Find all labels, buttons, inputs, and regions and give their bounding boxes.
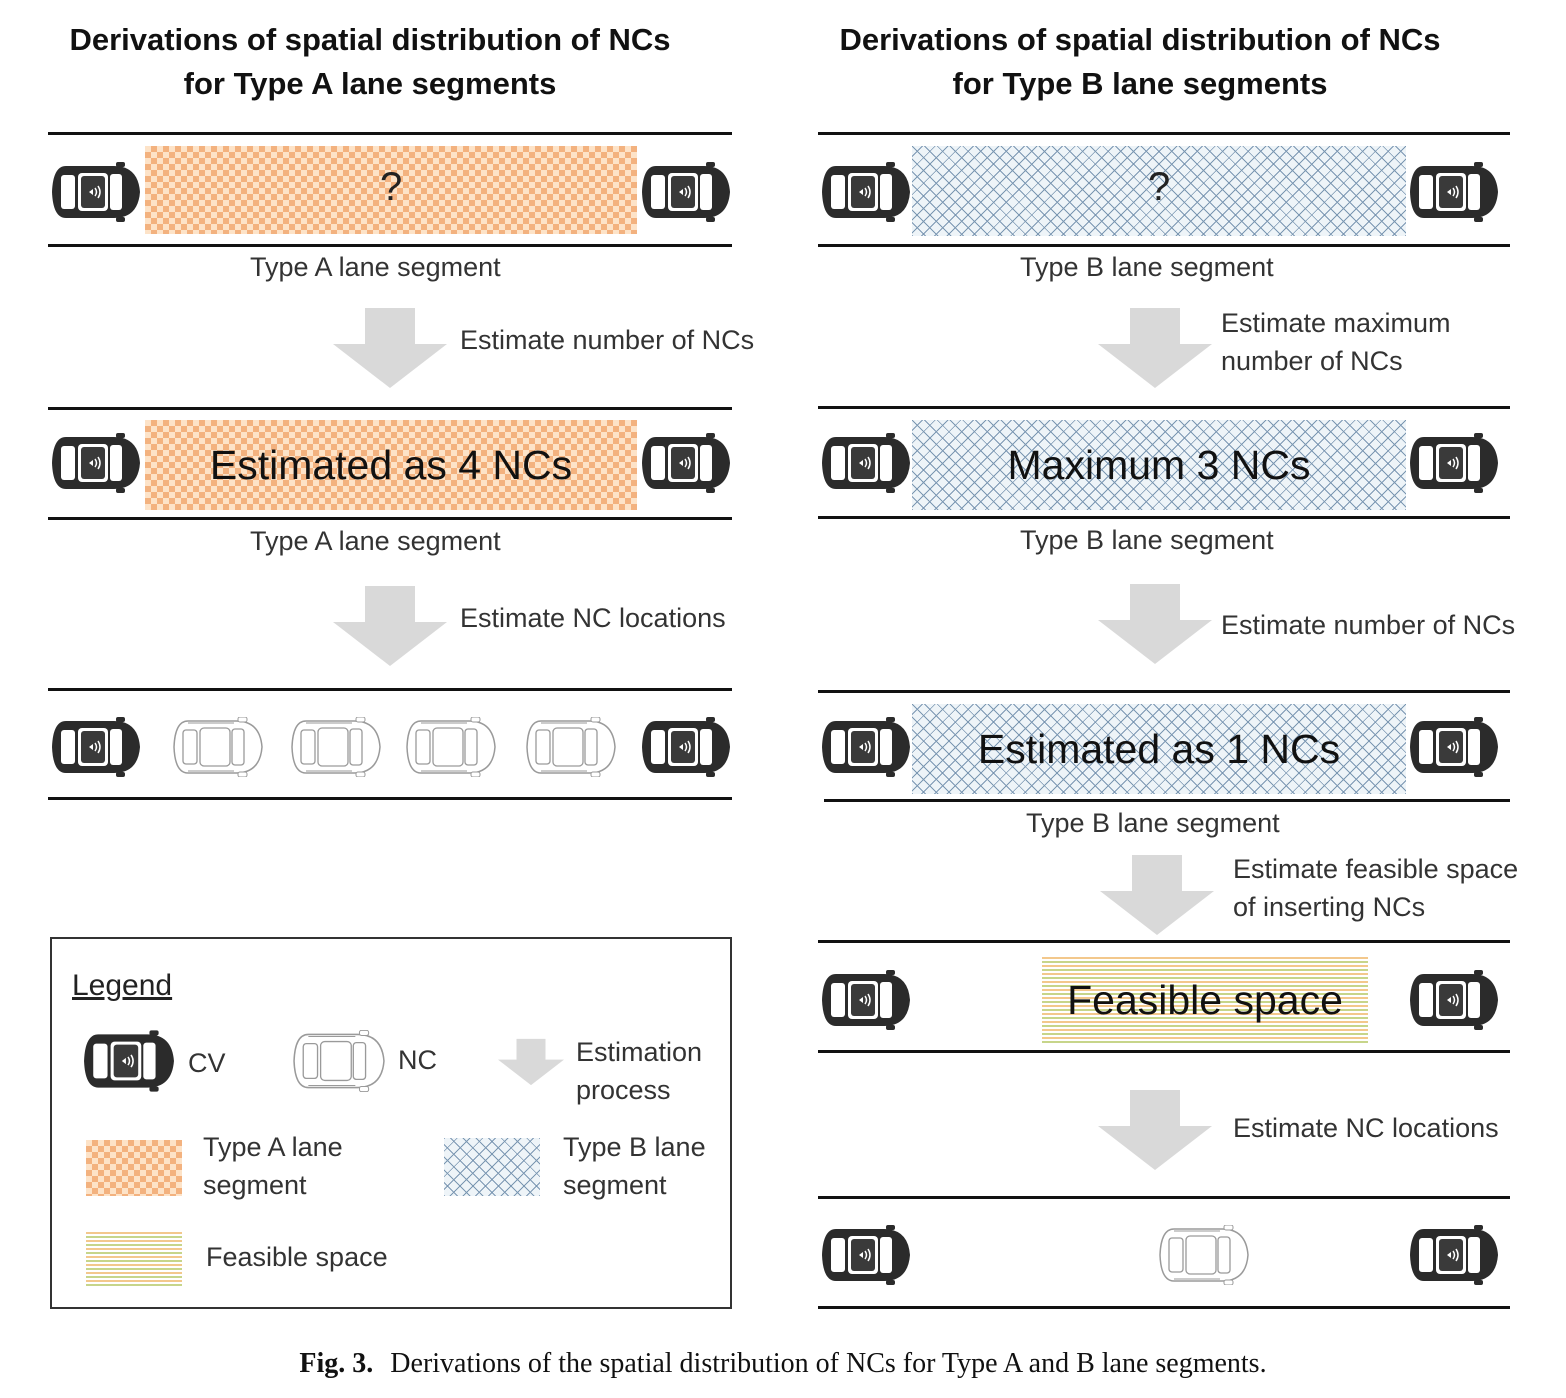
type-a-segment-fill	[145, 420, 637, 510]
cv-car-icon	[50, 162, 142, 222]
lane-line	[818, 690, 1510, 693]
step-label-line2: of inserting NCs	[1233, 892, 1426, 922]
cv-car-icon	[820, 162, 912, 222]
type-a-segment-fill	[145, 146, 637, 234]
legend-type-a-swatch	[86, 1140, 182, 1196]
legend-type-b-swatch	[444, 1138, 540, 1196]
lane-line	[818, 244, 1510, 247]
step-label: Estimate number of NCs	[1221, 610, 1516, 640]
step-label-line2: number of NCs	[1221, 346, 1403, 376]
nc-car-icon	[405, 717, 497, 777]
estimate-text: Estimated as 4 NCs	[209, 442, 573, 488]
nc-car-icon	[172, 717, 264, 777]
legend-process-line1: Estimation	[576, 1037, 703, 1067]
cv-car-icon	[820, 717, 912, 777]
legend-type-a-line1: Type A lane	[203, 1132, 343, 1162]
segment-label: Type B lane segment	[1026, 808, 1280, 838]
down-arrow-icon	[1098, 308, 1212, 388]
left-title-line2: for Type A lane segments	[183, 66, 557, 101]
type-b-segment-fill	[912, 420, 1406, 510]
left-title-line1: Derivations of spatial distribution of N…	[69, 22, 671, 57]
type-b-segment-fill	[912, 146, 1406, 236]
lane-line	[818, 1050, 1510, 1053]
nc-car-icon	[1158, 1225, 1250, 1285]
down-arrow-icon	[1098, 584, 1212, 664]
cv-car-icon	[820, 970, 912, 1030]
segment-label: Type A lane segment	[250, 526, 501, 556]
down-arrow-icon	[498, 1034, 564, 1090]
nc-car-icon	[525, 717, 617, 777]
left-title: Derivations of spatial distribution of N…	[40, 18, 700, 106]
caption-text: Derivations of the spatial distribution …	[390, 1348, 1267, 1379]
segment-label: Type A lane segment	[250, 252, 501, 282]
step-label-line1: Estimate maximum	[1221, 308, 1451, 338]
caption-label: Fig. 3.	[299, 1348, 374, 1379]
cv-car-icon	[1408, 433, 1500, 493]
legend-box	[50, 937, 732, 1309]
legend-nc-label: NC	[398, 1045, 437, 1075]
legend-cv-label: CV	[188, 1048, 226, 1078]
right-title-line2: for Type B lane segments	[952, 66, 1328, 101]
cv-car-icon	[1408, 1225, 1500, 1285]
lane-line	[818, 132, 1510, 135]
lane-line	[48, 517, 732, 520]
cv-car-icon	[1408, 970, 1500, 1030]
lane-line	[818, 406, 1510, 409]
lane-line	[48, 797, 732, 800]
lane-line	[48, 132, 732, 135]
lane-line	[818, 940, 1510, 943]
step-label: Estimate NC locations	[460, 603, 726, 633]
maximum-text: Maximum 3 NCs	[1007, 442, 1311, 488]
lane-line	[824, 799, 1510, 802]
right-title-line1: Derivations of spatial distribution of N…	[839, 22, 1441, 57]
down-arrow-icon	[1100, 855, 1214, 935]
cv-car-icon	[820, 1225, 912, 1285]
lane-line	[48, 244, 732, 247]
unknown-question-mark: ?	[1148, 165, 1171, 209]
feasible-space-fill	[1042, 957, 1368, 1043]
unknown-question-mark: ?	[380, 165, 403, 209]
segment-label: Type B lane segment	[1020, 252, 1274, 282]
cv-car-icon	[640, 433, 732, 493]
cv-car-icon	[1408, 162, 1500, 222]
legend-type-a-line2: segment	[203, 1170, 307, 1200]
feasible-space-text: Feasible space	[1067, 977, 1343, 1023]
cv-car-icon	[820, 433, 912, 493]
lane-line	[818, 516, 1510, 519]
down-arrow-icon	[1098, 1090, 1212, 1170]
cv-car-icon	[50, 433, 142, 493]
legend-title: Legend	[72, 969, 173, 1002]
down-arrow-icon	[333, 308, 447, 388]
cv-car-icon	[640, 717, 732, 777]
legend-feasible-label: Feasible space	[206, 1242, 388, 1272]
lane-line	[48, 688, 732, 691]
down-arrow-icon	[333, 586, 447, 666]
legend-type-b-line1: Type B lane	[563, 1132, 706, 1162]
legend-feasible-swatch	[86, 1230, 182, 1286]
lane-line	[818, 1306, 1510, 1309]
figure-caption: Fig. 3. Derivations of the spatial distr…	[0, 1348, 1566, 1380]
cv-car-icon	[50, 717, 142, 777]
right-title: Derivations of spatial distribution of N…	[810, 18, 1470, 106]
legend-type-b-line2: segment	[563, 1170, 667, 1200]
cv-car-icon	[1408, 717, 1500, 777]
segment-label: Type B lane segment	[1020, 525, 1274, 555]
nc-car-icon	[292, 1030, 386, 1092]
cv-car-icon	[640, 162, 732, 222]
lane-line	[818, 1196, 1510, 1199]
estimate-text: Estimated as 1 NCs	[977, 726, 1341, 772]
step-label: Estimate number of NCs	[460, 325, 755, 355]
step-label: Estimate NC locations	[1233, 1113, 1499, 1143]
cv-car-icon	[82, 1030, 176, 1092]
nc-car-icon	[290, 717, 382, 777]
type-b-segment-fill	[912, 704, 1406, 794]
lane-line	[48, 407, 732, 410]
legend-process-line2: process	[576, 1075, 671, 1105]
step-label-line1: Estimate feasible space	[1233, 854, 1519, 884]
